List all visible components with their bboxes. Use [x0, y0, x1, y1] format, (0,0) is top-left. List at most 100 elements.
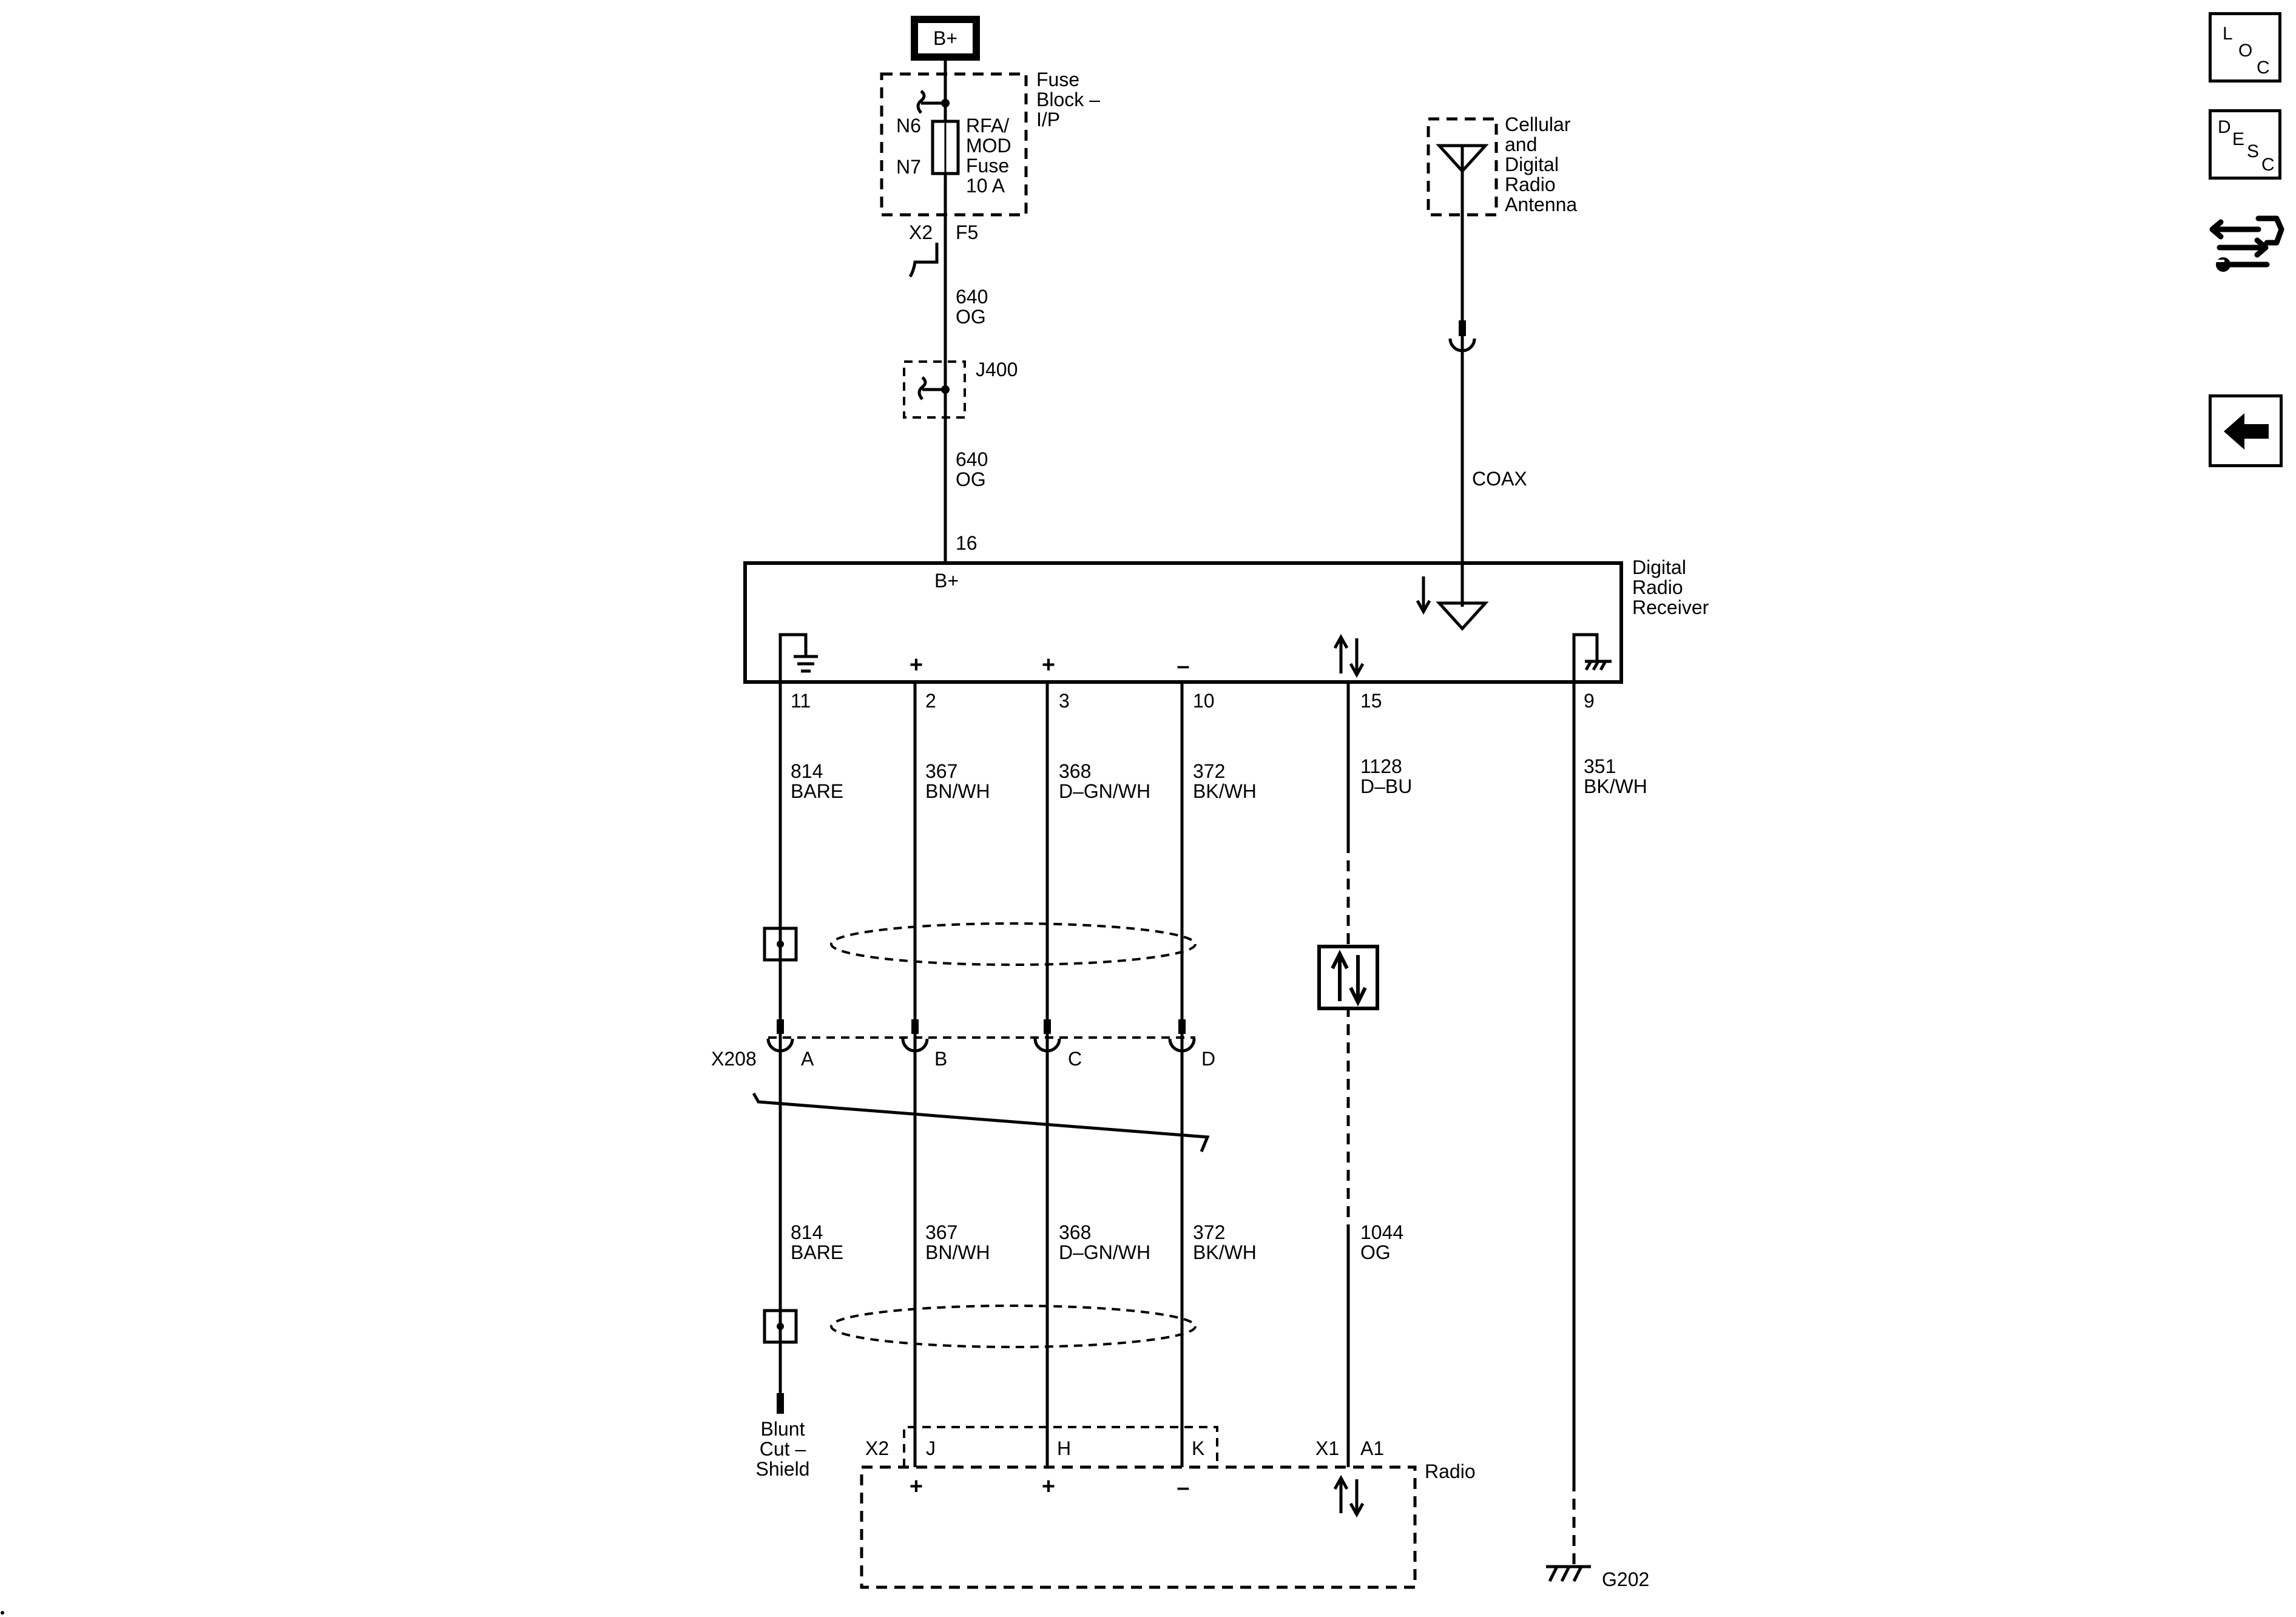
- splice-j400-outline: [903, 360, 966, 419]
- wire-372-circuit: 372: [1193, 1221, 1225, 1243]
- fuse-connector-x2: X2: [909, 221, 933, 243]
- receiver-label: Receiver: [1632, 596, 1709, 618]
- inline-connector-pins: [766, 1019, 1196, 1053]
- loc-letter: O: [2238, 41, 2253, 61]
- coax-connector: [1448, 338, 1476, 353]
- location-button[interactable]: L O C: [2209, 12, 2281, 83]
- down-arrow-icon: [1416, 576, 1431, 615]
- description-button[interactable]: D E S C: [2209, 109, 2281, 180]
- receiver-label: Radio: [1632, 576, 1683, 598]
- radio-x2-connector-outline: [903, 1426, 1218, 1467]
- connector-tool-icon[interactable]: [2209, 200, 2285, 282]
- antenna-label: Digital: [1505, 154, 1559, 175]
- fuse-block-label: Block –: [1036, 89, 1100, 110]
- radio-module-outline: [860, 1465, 1417, 1589]
- receiver-antenna-icon: [1436, 601, 1489, 631]
- wire-1128-color: D–BU: [1360, 775, 1412, 797]
- x208-pin-b: B: [934, 1048, 947, 1070]
- loc-letter: L: [2223, 24, 2233, 44]
- wire-1128-circuit: 1128: [1360, 755, 1402, 777]
- antenna-icon: [1436, 144, 1489, 174]
- fuse-block-connector-symbol: [916, 90, 945, 114]
- radio-connector-x2: X2: [865, 1437, 889, 1459]
- fuse-rating: 10 A: [966, 175, 1005, 197]
- fuse-block-label: Fuse: [1036, 69, 1079, 90]
- coax-connector-pin: [1459, 320, 1466, 336]
- x208-pin-d: D: [1201, 1048, 1215, 1070]
- bidirectional-arrow-icon: [1333, 633, 1365, 678]
- desc-letter: S: [2247, 141, 2260, 161]
- back-button[interactable]: [2209, 394, 2283, 467]
- plus-sign: +: [1042, 652, 1055, 678]
- fuse-node: [941, 99, 950, 107]
- wire-640-color: OG: [956, 468, 986, 490]
- receiver-pin-3: 3: [1059, 690, 1070, 712]
- receiver-pin-10: 10: [1193, 690, 1215, 712]
- x208-pin-a: A: [801, 1048, 814, 1070]
- desc-letter: C: [2261, 155, 2275, 175]
- wire-351-circuit: 351: [1584, 755, 1616, 777]
- receiver-pin-16: 16: [956, 532, 977, 554]
- radio-pin-h: H: [1057, 1437, 1071, 1459]
- wire-640-circuit: 640: [956, 448, 988, 470]
- wire-368-color: D–GN/WH: [1059, 780, 1150, 802]
- antenna-outline: [1427, 117, 1498, 217]
- wire-372-circuit: 372: [1193, 760, 1225, 782]
- wire-367-color: BN/WH: [925, 780, 990, 802]
- wire-367-color: BN/WH: [925, 1241, 990, 1263]
- inline-connector-x208-label: X208: [711, 1048, 757, 1070]
- wire-367-circuit: 367: [925, 760, 957, 782]
- antenna-label: Cellular: [1505, 113, 1571, 135]
- ground-g202-label: G202: [1602, 1568, 1649, 1590]
- wire-368-circuit: 368: [1059, 760, 1091, 782]
- radio-pin-k: K: [1192, 1437, 1204, 1459]
- fuse-block-outline: [880, 72, 1028, 217]
- wire-640-color: OG: [956, 306, 986, 328]
- blunt-cut-shield-label: Shield: [756, 1458, 810, 1480]
- wire-814-circuit: 814: [791, 1221, 823, 1243]
- serial-data-box: [1317, 945, 1379, 1010]
- wire-1044-circuit: 1044: [1360, 1221, 1403, 1243]
- wire-1044-color: OG: [1360, 1241, 1391, 1263]
- wire-372-color: BK/WH: [1193, 780, 1257, 802]
- x208-pin-c: C: [1068, 1048, 1082, 1070]
- radio-label: Radio: [1425, 1460, 1476, 1482]
- fuse-name: Fuse: [966, 155, 1009, 177]
- minus-sign: –: [1177, 1475, 1189, 1501]
- chassis-ground-icon: [778, 633, 818, 682]
- wire-640-circuit: 640: [956, 286, 988, 308]
- plus-sign: +: [910, 652, 923, 678]
- page-mark: [1, 1611, 4, 1615]
- bplus-source-box: [911, 16, 980, 61]
- wire-368-circuit: 368: [1059, 1221, 1091, 1243]
- splice-j400-label: J400: [976, 359, 1018, 380]
- back-arrow-icon: [2224, 413, 2269, 450]
- wire-367-circuit: 367: [925, 1221, 957, 1243]
- splice-node: [941, 385, 950, 394]
- bplus-source-label: B+: [933, 27, 957, 49]
- blunt-cut-shield-label: Cut –: [760, 1438, 806, 1460]
- desc-letter: D: [2218, 117, 2231, 137]
- wire-814-circuit: 814: [791, 760, 823, 782]
- minus-sign: –: [1177, 653, 1189, 679]
- receiver-pin-15: 15: [1360, 690, 1382, 712]
- wire-814-color: BARE: [791, 1241, 843, 1263]
- signal-ground-icon: [1572, 633, 1612, 682]
- antenna-label: and: [1505, 133, 1537, 155]
- fuse-pin-n6: N6: [896, 115, 921, 137]
- blunt-cut-shield-label: Blunt: [761, 1418, 805, 1440]
- antenna-label: Radio: [1505, 174, 1556, 195]
- fuse-name: MOD: [966, 135, 1011, 157]
- radio-pin-j: J: [926, 1437, 936, 1459]
- radio-pin-a1: A1: [1360, 1437, 1384, 1459]
- receiver-pin-11: 11: [791, 690, 811, 712]
- coax-label: COAX: [1472, 468, 1527, 490]
- radio-connector-x1: X1: [1315, 1437, 1339, 1459]
- connector-break-symbol: [908, 243, 939, 278]
- bidirectional-arrow-icon: [1333, 1474, 1365, 1518]
- wire-368-color: D–GN/WH: [1059, 1241, 1150, 1263]
- shield-drain-dot: [777, 1323, 784, 1330]
- plus-sign: +: [1042, 1474, 1055, 1499]
- serial-data-arrows-icon: [1331, 950, 1367, 1007]
- receiver-pin-2: 2: [925, 690, 936, 712]
